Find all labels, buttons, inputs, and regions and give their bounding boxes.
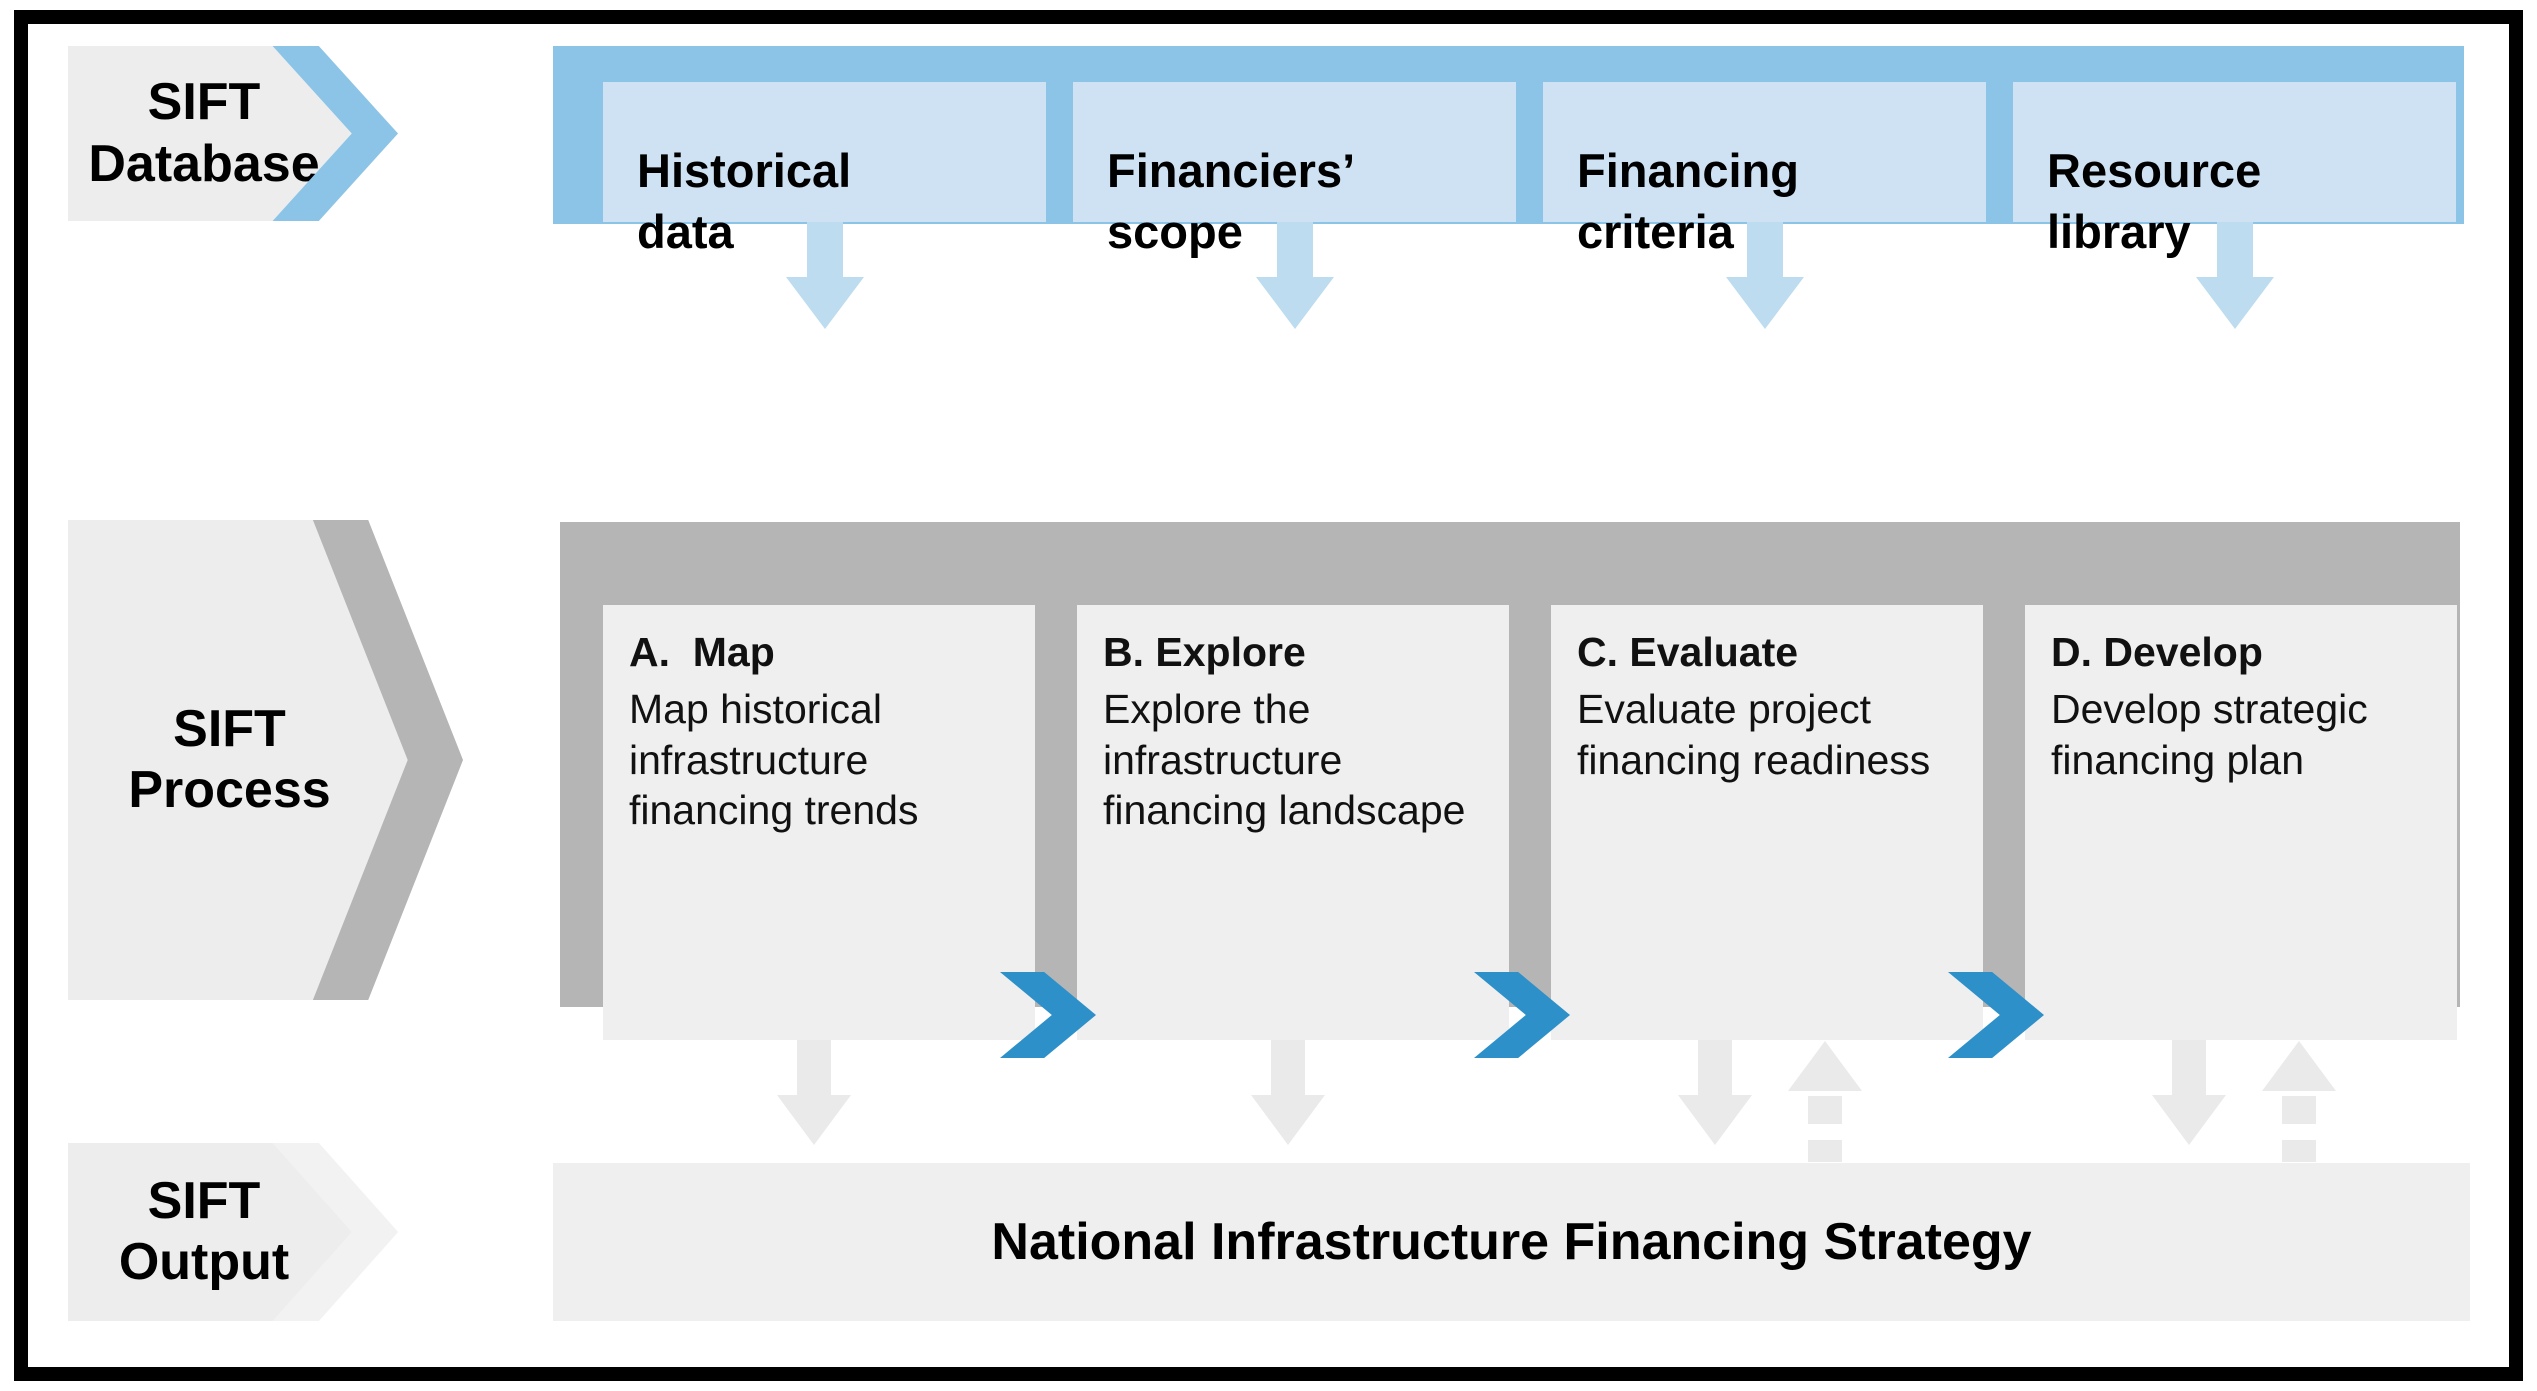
- process-card-d-develop[interactable]: D. Develop Develop strategic financing p…: [2025, 605, 2457, 1040]
- database-card-line1: Resource: [2047, 144, 2262, 197]
- process-card-b-explore[interactable]: B. Explore Explore the infrastructure fi…: [1077, 605, 1509, 1040]
- arrow-down-b-explore-icon: [1251, 1040, 1325, 1145]
- process-card-body: Evaluate project financing readiness: [1577, 685, 1931, 783]
- sift-database-label-line1: SIFT: [147, 73, 261, 132]
- sift-output-label-line1: SIFT: [147, 1171, 261, 1230]
- database-card-resource-library[interactable]: Resource library: [2013, 82, 2456, 258]
- process-card-a-map[interactable]: A. Map Map historical infrastructure fin…: [603, 605, 1035, 1040]
- database-card-line2: criteria: [1577, 205, 1734, 259]
- arrow-down-resource-library-icon: [2196, 222, 2274, 329]
- database-card-financiers-scope[interactable]: Financiers’ scope: [1073, 82, 1516, 258]
- process-card-c-evaluate[interactable]: C. Evaluate Evaluate project financing r…: [1551, 605, 1983, 1040]
- process-card-body: Explore the infrastructure financing lan…: [1103, 685, 1466, 834]
- arrow-down-financing-criteria-icon: [1726, 222, 1804, 329]
- database-card-line1: Financiers’: [1107, 144, 1356, 197]
- database-card-historical-data[interactable]: Historical data: [603, 82, 1046, 258]
- process-card-title: D. Develop: [2051, 629, 2263, 675]
- sift-process-label: SIFT Process: [128, 699, 330, 822]
- arrow-up-dashed-c-evaluate-icon: [1788, 1041, 1862, 1162]
- sift-database-label: SIFT Database: [88, 72, 319, 195]
- sift-output-label-line2: Output: [118, 1233, 290, 1291]
- arrow-up-dashed-d-develop-icon: [2262, 1041, 2336, 1162]
- sift-process-label-line2: Process: [128, 761, 331, 819]
- arrow-down-historical-data-icon: [786, 222, 864, 329]
- process-card-body: Map historical infrastructure financing …: [629, 685, 919, 834]
- process-card-body: Develop strategic financing plan: [2051, 685, 2368, 783]
- database-card-line2: scope: [1107, 205, 1243, 259]
- process-card-title: A. Map: [629, 629, 775, 675]
- arrow-down-c-evaluate-icon: [1678, 1040, 1752, 1145]
- arrow-down-financiers-scope-icon: [1256, 222, 1334, 329]
- database-card-line1: Financing: [1577, 144, 1799, 197]
- arrow-down-d-develop-icon: [2152, 1040, 2226, 1145]
- sift-output-label: SIFT Output: [119, 1171, 289, 1294]
- database-card-line1: Historical: [637, 144, 852, 197]
- sift-database-label-line2: Database: [88, 134, 320, 193]
- process-card-title: B. Explore: [1103, 629, 1306, 675]
- database-card-financing-criteria[interactable]: Financing criteria: [1543, 82, 1986, 258]
- database-card-line2: library: [2047, 205, 2191, 259]
- database-card-line2: data: [637, 205, 734, 259]
- process-card-title: C. Evaluate: [1577, 629, 1799, 675]
- output-bar[interactable]: National Infrastructure Financing Strate…: [553, 1163, 2470, 1321]
- sift-process-label-line1: SIFT: [173, 699, 286, 758]
- arrow-down-a-map-icon: [777, 1040, 851, 1145]
- output-bar-text: National Infrastructure Financing Strate…: [991, 1213, 2032, 1271]
